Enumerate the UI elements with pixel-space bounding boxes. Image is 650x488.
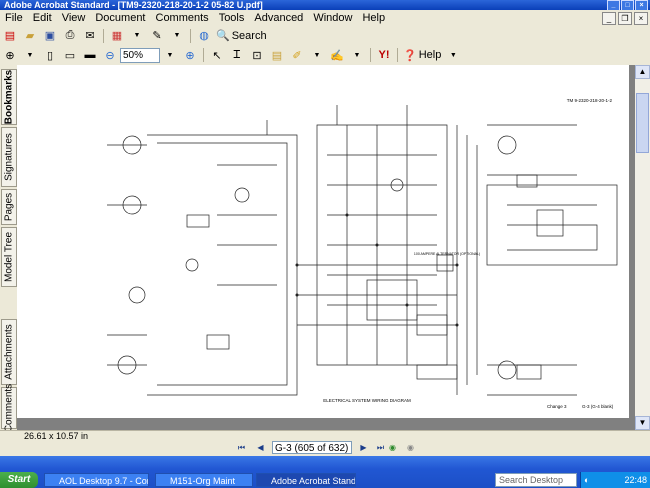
tab-attachments[interactable]: Attachments: [1, 319, 17, 385]
menu-file[interactable]: File: [5, 12, 23, 24]
doc-restore-button[interactable]: ❐: [618, 12, 632, 25]
search-label: Search: [231, 29, 267, 42]
title-bar: Adobe Acrobat Standard - [TM9-2320-218-2…: [0, 0, 650, 11]
chevron-down-icon[interactable]: ▼: [353, 51, 361, 59]
start-button[interactable]: Start: [0, 472, 38, 488]
scroll-down-button[interactable]: ▼: [635, 416, 650, 430]
tm-reference: TM 9-2320-218-20-1-2: [567, 98, 613, 103]
windows-taskbar: Start AOL Desktop 9.7 - Conn... M151-Org…: [0, 456, 650, 488]
file-toolbar: ▤ ▰ ▣ ⎙ ✉ ▦ ▼ ✎ ▼ ◍ 🔍 Search: [0, 26, 650, 46]
status-bar: 26.61 x 10.57 in: [0, 430, 650, 441]
tray-icon[interactable]: ◐: [584, 475, 590, 485]
yahoo-icon[interactable]: Y!: [378, 49, 390, 61]
figure-number: G-3 (G-4 blank): [582, 404, 614, 409]
taskbar-item-aol[interactable]: AOL Desktop 9.7 - Conn...: [44, 473, 149, 487]
text-select-icon[interactable]: Ꮖ: [233, 48, 241, 61]
tab-signatures[interactable]: Signatures: [1, 127, 17, 187]
actual-size-icon[interactable]: ▯: [46, 49, 54, 62]
comment-icon[interactable]: ▤: [271, 49, 283, 62]
doc-close-button[interactable]: ×: [634, 12, 648, 25]
create-pdf-icon[interactable]: ▤: [4, 30, 16, 42]
chevron-down-icon[interactable]: ▼: [133, 32, 141, 39]
document-window-controls: _ ❐ ×: [602, 12, 648, 25]
menu-bar: File Edit View Document Comments Tools A…: [0, 10, 650, 26]
chevron-down-icon[interactable]: ▼: [313, 51, 321, 59]
document-pane[interactable]: TM 9-2320-218-20-1-2 100 AMPERE ALTERNAT…: [17, 65, 635, 430]
pdf-page: TM 9-2320-218-20-1-2 100 AMPERE ALTERNAT…: [17, 65, 629, 418]
attach-icon[interactable]: ✎: [152, 30, 162, 42]
zoom-value-field[interactable]: 50%: [120, 47, 160, 63]
snapshot-icon[interactable]: ⊡: [252, 49, 262, 62]
toolbar-separator: [103, 28, 104, 43]
tab-bookmarks[interactable]: Bookmarks: [1, 69, 17, 125]
change-number: Change 3: [547, 404, 567, 409]
menu-advanced[interactable]: Advanced: [254, 12, 304, 24]
menu-comments[interactable]: Comments: [155, 12, 209, 24]
fit-page-icon[interactable]: ▭: [64, 49, 76, 62]
menu-window[interactable]: Window: [313, 12, 353, 24]
sign-icon[interactable]: ✍: [330, 49, 344, 62]
vertical-scrollbar[interactable]: ▲ ▼: [635, 65, 650, 430]
toolbar-separator: [370, 48, 371, 62]
chevron-down-icon[interactable]: ▼: [173, 32, 181, 39]
taskbar-item-acrobat[interactable]: Adobe Acrobat Standard ...: [256, 473, 356, 487]
wiring-diagram: TM 9-2320-218-20-1-2 100 AMPERE ALTERNAT…: [107, 98, 618, 409]
window-title: Adobe Acrobat Standard - [TM9-2320-218-2…: [4, 0, 263, 10]
next-view-button[interactable]: ◉: [407, 443, 414, 452]
globe-icon[interactable]: ◍: [199, 30, 209, 42]
doc-minimize-button[interactable]: _: [602, 12, 616, 25]
chevron-down-icon[interactable]: ▼: [26, 51, 34, 59]
toolbar-separator: [190, 28, 191, 43]
menu-document[interactable]: Document: [95, 12, 146, 24]
system-tray: ◐ 22:48: [580, 472, 650, 488]
menu-tools[interactable]: Tools: [218, 12, 245, 24]
toolbar-separator: [203, 48, 204, 62]
navigation-panel-tabs: Bookmarks Signatures Pages Model Tree At…: [0, 65, 18, 432]
help-button[interactable]: ❓ Help: [403, 47, 441, 63]
email-icon[interactable]: ✉: [85, 30, 95, 42]
diagram-caption: ELECTRICAL SYSTEM WIRING DIAGRAM: [323, 398, 411, 403]
taskbar-item-m151[interactable]: M151-Org Maint: [155, 473, 253, 487]
search-desktop-input[interactable]: Search Desktop: [495, 473, 577, 487]
menu-edit[interactable]: Edit: [32, 12, 52, 24]
menu-view[interactable]: View: [61, 12, 86, 24]
fit-width-icon[interactable]: ▬: [84, 49, 96, 61]
save-icon[interactable]: ▣: [44, 30, 56, 42]
open-icon[interactable]: ▰: [25, 30, 35, 42]
view-toolbar: ⊕ ▼ ▯ ▭ ▬ ⊖ 50% ▼ ⊕ ↖ Ꮖ ⊡ ▤ ✐ ▼ ✍ ▼ Y! ❓…: [0, 45, 650, 66]
menu-help[interactable]: Help: [362, 12, 386, 24]
search-icon: 🔍: [216, 30, 230, 42]
last-page-button[interactable]: ⏭: [376, 443, 385, 452]
page-number-field[interactable]: G-3 (605 of 632): [272, 441, 352, 454]
page-size-readout: 26.61 x 10.57 in: [24, 431, 89, 441]
clock: 22:48: [624, 475, 647, 485]
stamp-icon[interactable]: ▦: [111, 30, 123, 42]
select-tool-icon[interactable]: ↖: [212, 49, 222, 62]
tab-comments[interactable]: Comments: [1, 384, 17, 432]
next-page-button[interactable]: ▶: [360, 443, 367, 452]
zoom-in-icon[interactable]: ⊕: [185, 49, 195, 62]
scrollbar-thumb[interactable]: [636, 93, 649, 153]
chevron-down-icon[interactable]: ▼: [449, 51, 457, 59]
chevron-down-icon[interactable]: ▼: [166, 51, 174, 59]
tab-pages[interactable]: Pages: [1, 189, 17, 225]
page-navigation-bar: ⏮ ◀ G-3 (605 of 632) ▶ ⏭ ◉ ◉: [0, 440, 650, 456]
print-icon[interactable]: ⎙: [65, 29, 75, 41]
inset-caption: 100 AMPERE ALTERNATOR (OPTIONAL): [414, 252, 480, 256]
zoom-icon[interactable]: ⊕: [5, 49, 15, 62]
help-label: Help: [418, 49, 442, 61]
first-page-button[interactable]: ⏮: [237, 443, 246, 452]
toolbar-separator: [397, 48, 398, 62]
previous-page-button[interactable]: ◀: [257, 443, 264, 452]
help-icon: ❓: [403, 49, 417, 62]
highlight-icon[interactable]: ✐: [292, 49, 302, 62]
scroll-up-button[interactable]: ▲: [635, 65, 650, 79]
previous-view-button[interactable]: ◉: [389, 443, 396, 452]
search-button[interactable]: 🔍 Search: [216, 28, 267, 44]
tab-model-tree[interactable]: Model Tree: [1, 227, 17, 287]
zoom-out-icon[interactable]: ⊖: [105, 49, 115, 62]
